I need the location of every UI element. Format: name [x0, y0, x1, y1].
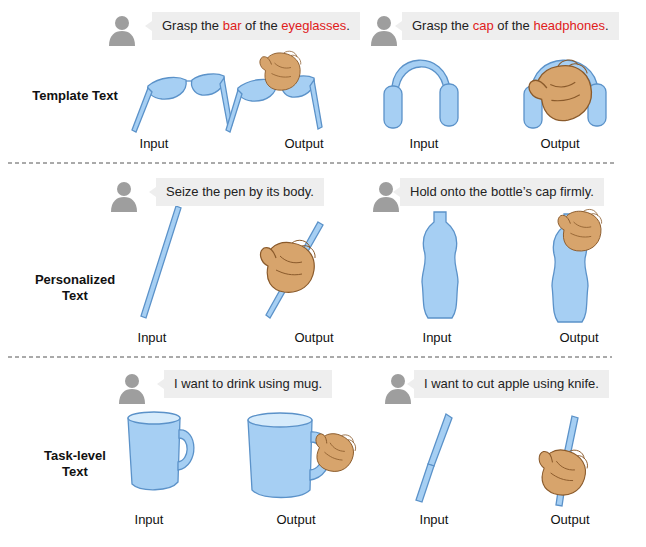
illustration-part: [558, 209, 602, 251]
object-models: [128, 60, 606, 506]
panel-caption: Output: [276, 512, 315, 528]
row-label: Task-level Text: [32, 448, 118, 480]
instruction-text: I want to drink using mug.: [174, 376, 322, 391]
illustration-part: [248, 413, 312, 427]
illustration-part: [186, 80, 192, 81]
illustration-part: [191, 74, 224, 95]
instruction-text: I want to cut apple using knife.: [424, 376, 599, 391]
panel-caption: Input: [423, 330, 452, 346]
separator-line: [8, 163, 616, 357]
panel-caption: Input: [135, 512, 164, 528]
illustration-part: [428, 414, 452, 466]
panel-caption: Output: [284, 136, 323, 152]
panel-caption: Input: [410, 136, 439, 152]
illustration-part: [248, 414, 312, 498]
speech-bubble: Grasp the bar of the eyeglasses.: [152, 12, 360, 40]
user-icon: [109, 16, 411, 404]
instruction-text: Hold onto the bottle’s cap firmly.: [410, 184, 594, 199]
illustration-part: [422, 212, 458, 318]
row-label: Template Text: [32, 88, 118, 104]
instruction-text: Grasp the cap of the headphones.: [412, 18, 609, 33]
panel-caption: Input: [140, 136, 169, 152]
speech-bubble: Seize the pen by its body.: [156, 178, 324, 206]
illustration-part: [141, 206, 181, 318]
illustration-part: [132, 88, 152, 132]
instruction-text: Grasp the bar of the eyeglasses.: [162, 18, 350, 33]
illustration-part: [226, 90, 242, 132]
speech-bubble: Grasp the cap of the headphones.: [402, 12, 619, 40]
illustration-part: [261, 240, 316, 292]
illustration-part: [310, 80, 322, 129]
illustration-part: [111, 182, 137, 212]
illustration-part: [119, 374, 145, 404]
panel-caption: Output: [294, 330, 333, 346]
panel-caption: Output: [550, 512, 589, 528]
illustration-part: [178, 430, 194, 470]
panel-caption: Input: [138, 330, 167, 346]
illustration-part: [371, 16, 397, 46]
hand-models: [260, 51, 602, 499]
illustration-part: [128, 412, 180, 424]
illustration-part: [148, 78, 187, 100]
illustration-part: [128, 414, 180, 490]
illustration-part: [109, 16, 135, 46]
speech-bubble: I want to cut apple using knife.: [414, 370, 609, 398]
illustration-part: [384, 86, 402, 128]
speech-bubble: Hold onto the bottle’s cap firmly.: [400, 178, 604, 206]
illustration-part: [416, 464, 434, 502]
illustration-part: [260, 51, 301, 90]
illustration-part: [8, 163, 616, 164]
illustration-part: [440, 84, 458, 126]
illustration-part: [309, 428, 359, 476]
illustration-part: [8, 357, 612, 358]
row-label: Personalized Text: [32, 272, 118, 304]
instruction-text: Seize the pen by its body.: [166, 184, 314, 199]
panel-caption: Output: [559, 330, 598, 346]
panel-caption: Input: [420, 512, 449, 528]
speech-bubble: I want to drink using mug.: [164, 370, 332, 398]
panel-caption: Output: [540, 136, 579, 152]
illustration-part: [524, 55, 600, 129]
illustration-part: [533, 444, 589, 499]
